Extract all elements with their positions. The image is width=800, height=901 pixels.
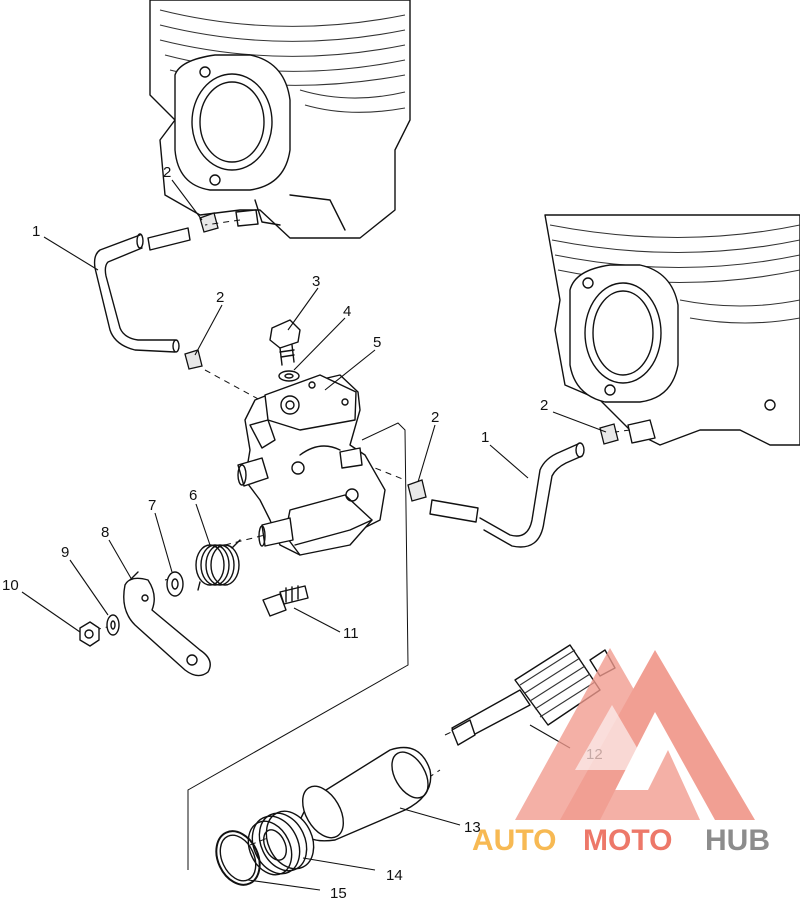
return-spring (195, 539, 241, 591)
hex-nut (79, 621, 100, 647)
watermark-text-auto: AUTO (472, 824, 556, 857)
engine-cylinder-left (149, 0, 411, 239)
callout-14: 14 (386, 867, 403, 884)
oil-line-right (429, 442, 585, 548)
automotohub-watermark: AUTO MOTO HUB (472, 648, 770, 857)
shaft-connector-bracket (187, 422, 409, 870)
callout-2-top: 2 (163, 164, 171, 181)
engine-cylinder-right (544, 214, 800, 446)
hose-clamp-center (407, 479, 427, 502)
callout-10: 10 (2, 577, 19, 594)
hose-clamp-top (199, 212, 219, 233)
callout-1-right: 1 (481, 429, 489, 446)
oil-pump-body (237, 374, 386, 556)
callout-2-right: 2 (540, 397, 548, 414)
oil-seal (247, 810, 315, 876)
callout-11: 11 (343, 625, 359, 642)
callout-5: 5 (373, 334, 381, 351)
assembly-guide-lines (94, 219, 631, 846)
hose-clamp-mid (184, 349, 203, 370)
watermark-text-moto: MOTO (583, 824, 672, 857)
callout-8: 8 (101, 524, 109, 541)
callout-13: 13 (464, 819, 481, 836)
hose-clamp-right (599, 423, 619, 445)
callout-1-left: 1 (32, 223, 40, 240)
callout-15: 15 (330, 885, 347, 901)
oil-line-left (93, 227, 191, 353)
flat-washer (166, 571, 184, 597)
callout-9: 9 (61, 544, 69, 561)
callout-2-mid: 2 (216, 289, 224, 306)
watermark-text-hub: HUB (705, 824, 770, 857)
leader-lines (21, 179, 607, 891)
callout-4: 4 (343, 303, 351, 320)
callout-7: 7 (148, 497, 156, 514)
callout-6: 6 (189, 487, 197, 504)
shaft-bushing-sleeve (299, 746, 432, 842)
callout-labels: 1 2 2 3 4 5 2 1 2 6 7 8 9 10 11 12 13 14… (2, 164, 603, 901)
lock-washer (106, 614, 120, 636)
watermark-triangle-logo (515, 648, 755, 820)
callout-2-center: 2 (431, 409, 439, 426)
sealing-washer (278, 370, 300, 382)
callout-3: 3 (312, 273, 320, 290)
mounting-bolt (262, 585, 309, 617)
banjo-bolt (269, 319, 301, 366)
